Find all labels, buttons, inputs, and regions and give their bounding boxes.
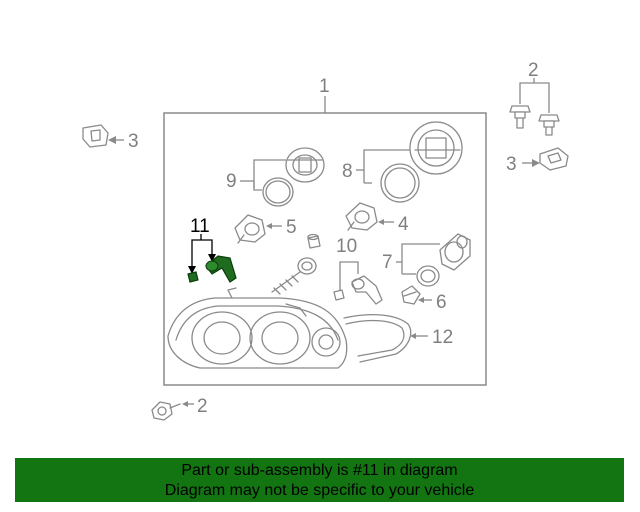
callout-5: 5 — [286, 217, 297, 238]
callout-2-bottom: 2 — [197, 396, 208, 417]
adjuster-screw — [271, 257, 317, 295]
clip-3-left — [82, 124, 109, 148]
socket-7 — [439, 233, 471, 271]
banner-line-1: Part or sub-assembly is #11 in diagram — [181, 462, 458, 479]
callout-1: 1 — [319, 76, 330, 97]
socket-9 — [285, 147, 325, 183]
part-10-clip — [333, 289, 345, 301]
callout-3-left: 3 — [128, 131, 139, 152]
bulb-6 — [401, 285, 421, 305]
callout-2-top: 2 — [528, 60, 539, 81]
arrow-3-right — [532, 159, 540, 167]
callout-8: 8 — [342, 161, 353, 182]
cap — [307, 233, 321, 249]
socket-8 — [409, 121, 463, 175]
callout-11: 11 — [190, 216, 210, 237]
gasket-7 — [416, 265, 440, 287]
bolt-2-bottom — [151, 401, 181, 421]
callout-12: 12 — [432, 327, 453, 348]
part-10-socket — [351, 275, 383, 305]
arrow-3-left — [108, 136, 116, 144]
ring-9 — [262, 177, 294, 207]
callout-7: 7 — [382, 252, 393, 273]
lens-seal-12 — [343, 314, 412, 363]
part-11-clip — [187, 271, 199, 283]
callout-10: 10 — [336, 236, 357, 257]
bolt-2-top-right — [538, 114, 560, 136]
part-info-banner: Part or sub-assembly is #11 in diagram D… — [15, 458, 624, 502]
banner-line-2: Diagram may not be specific to your vehi… — [164, 482, 475, 499]
callout-6: 6 — [436, 292, 447, 313]
ring-8 — [380, 163, 420, 203]
bulb-4 — [345, 202, 378, 231]
headlamp-housing — [167, 287, 348, 369]
part-11-harness — [205, 255, 237, 283]
callout-9: 9 — [226, 171, 237, 192]
clip-3-right — [539, 147, 569, 171]
callout-4: 4 — [398, 214, 409, 235]
bolt-2-top-left — [509, 105, 531, 129]
callout-3-right: 3 — [506, 154, 517, 175]
bulb-5 — [234, 214, 266, 244]
